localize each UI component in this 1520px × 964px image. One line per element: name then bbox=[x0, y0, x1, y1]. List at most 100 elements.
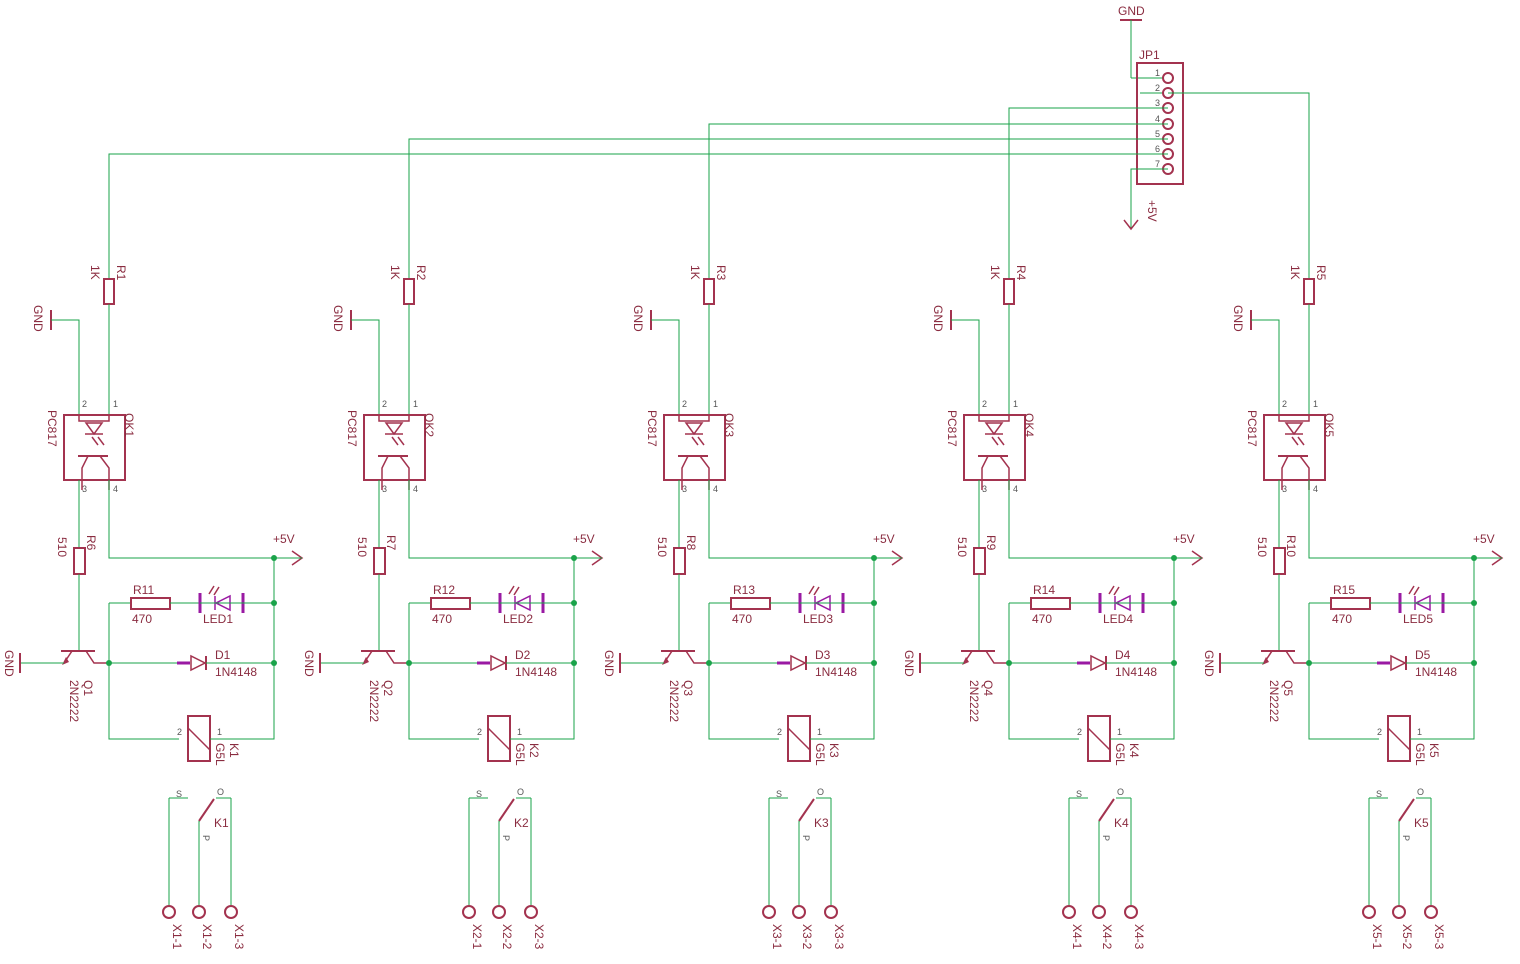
resistor-led bbox=[1030, 597, 1071, 610]
opto-led-leads bbox=[978, 415, 1010, 422]
switch-s-label: S bbox=[776, 789, 782, 799]
resistor-led-name: R15 bbox=[1333, 583, 1355, 597]
diode-value: 1N4148 bbox=[215, 665, 257, 679]
resistor-led-name: R14 bbox=[1033, 583, 1055, 597]
resistor-led bbox=[130, 597, 171, 610]
switch-o-label: O bbox=[517, 787, 524, 797]
vcc-label: +5V bbox=[873, 532, 895, 546]
opto-collector-lead bbox=[1299, 455, 1310, 490]
diode-icon bbox=[190, 654, 207, 672]
opto-led-icon bbox=[684, 422, 704, 436]
vcc-rail-right bbox=[222, 558, 275, 740]
switch-p-label: P bbox=[501, 835, 511, 841]
opto-led-icon bbox=[984, 422, 1004, 436]
diode-value: 1N4148 bbox=[815, 665, 857, 679]
jp-pin-number-4: 4 bbox=[1155, 114, 1160, 124]
resistor-base-name: R10 bbox=[1284, 535, 1298, 557]
switch-s-label: S bbox=[1376, 789, 1382, 799]
opto-pin4-number: 4 bbox=[413, 484, 418, 494]
optocoupler-body bbox=[963, 414, 1026, 481]
transistor-gnd-label: GND bbox=[1202, 650, 1216, 677]
opto-light-arrow-2 bbox=[997, 436, 1005, 446]
jp-pin-number-1: 1 bbox=[1155, 68, 1160, 78]
terminal-label-3: X1-3 bbox=[232, 924, 246, 950]
switch-name: K2 bbox=[514, 816, 529, 830]
relay-pin2-number: 2 bbox=[1377, 727, 1382, 737]
terminal-1 bbox=[1062, 905, 1076, 919]
transistor-name: Q3 bbox=[681, 680, 695, 696]
jp-pin-number-5: 5 bbox=[1155, 129, 1160, 139]
opto-light-arrow-1 bbox=[991, 436, 999, 446]
terminal-label-1: X3-1 bbox=[770, 924, 784, 950]
opto-light-arrow-2 bbox=[97, 436, 105, 446]
relay-name: K2 bbox=[527, 743, 541, 758]
transistor-collector bbox=[85, 650, 109, 664]
led-emit-arrow-1 bbox=[208, 585, 215, 595]
diode-name: D4 bbox=[1115, 648, 1131, 662]
led-emit-arrow-1 bbox=[1108, 585, 1115, 595]
switch-name: K1 bbox=[214, 816, 229, 830]
switch-p-label: P bbox=[801, 835, 811, 841]
jp-pin-number-3: 3 bbox=[1155, 98, 1160, 108]
resistor-base bbox=[973, 547, 986, 575]
terminal-2 bbox=[192, 905, 206, 919]
transistor-name: Q1 bbox=[81, 680, 95, 696]
resistor-in-value: 1K bbox=[988, 265, 1002, 280]
bus-wire-ch3 bbox=[708, 123, 1168, 270]
relay-pin1-number: 1 bbox=[1117, 727, 1122, 737]
opto-collector-lead bbox=[699, 455, 710, 490]
transistor-value: 2N2222 bbox=[67, 680, 81, 722]
led-name: LED5 bbox=[1403, 612, 1433, 626]
terminal-3 bbox=[824, 905, 838, 919]
optocoupler-body bbox=[663, 414, 726, 481]
bus-wire-ch4 bbox=[1008, 107, 1168, 270]
optocoupler-value: PC817 bbox=[345, 410, 359, 447]
optocoupler-value: PC817 bbox=[645, 410, 659, 447]
transistor-gnd-label: GND bbox=[602, 650, 616, 677]
led-name: LED2 bbox=[503, 612, 533, 626]
opto-light-arrow-1 bbox=[691, 436, 699, 446]
switch-p-label: P bbox=[1401, 835, 1411, 841]
resistor-led-name: R11 bbox=[133, 583, 154, 597]
switch-o-label: O bbox=[817, 787, 824, 797]
switch-name: K3 bbox=[814, 816, 829, 830]
terminal-label-2: X1-2 bbox=[200, 924, 214, 950]
resistor-base-value: 510 bbox=[955, 537, 969, 557]
resistor-led bbox=[730, 597, 771, 610]
opto-pin1-number: 1 bbox=[1013, 399, 1018, 409]
diode-icon bbox=[490, 654, 507, 672]
resistor-led-name: R13 bbox=[733, 583, 755, 597]
diode-icon bbox=[1090, 654, 1107, 672]
switch-blade bbox=[1398, 798, 1415, 822]
relay-coil-slash bbox=[1387, 727, 1411, 751]
relay-value: G5L bbox=[1413, 743, 1427, 766]
opto-pin2-number: 2 bbox=[82, 399, 87, 409]
terminal-label-2: X4-2 bbox=[1100, 924, 1114, 950]
opto-pin3-number: 3 bbox=[982, 484, 987, 494]
opto-pin4-number: 4 bbox=[713, 484, 718, 494]
terminal-2 bbox=[1392, 905, 1406, 919]
opto-pin2-number: 2 bbox=[982, 399, 987, 409]
vcc-rail-top bbox=[108, 480, 274, 559]
collector-node-wire bbox=[708, 603, 779, 740]
opto-led-leads bbox=[378, 415, 410, 422]
led-name: LED4 bbox=[1103, 612, 1133, 626]
transistor-value: 2N2222 bbox=[667, 680, 681, 722]
terminal-label-3: X4-3 bbox=[1132, 924, 1146, 950]
relay-pin1-number: 1 bbox=[1417, 727, 1422, 737]
opto-pin1-number: 1 bbox=[413, 399, 418, 409]
switch-s-label: S bbox=[476, 789, 482, 799]
switch-o-label: O bbox=[217, 787, 224, 797]
vcc-rail-top bbox=[708, 480, 874, 559]
switch-s-label: S bbox=[1076, 789, 1082, 799]
terminal-1 bbox=[762, 905, 776, 919]
transistor-value: 2N2222 bbox=[367, 680, 381, 722]
resistor-in bbox=[1003, 278, 1015, 305]
opto-emitter-lead bbox=[81, 455, 89, 490]
transistor-name: Q5 bbox=[1281, 680, 1295, 696]
opto-gnd-wire bbox=[951, 319, 980, 415]
terminal-1 bbox=[162, 905, 176, 919]
terminal-label-1: X2-1 bbox=[470, 924, 484, 950]
resistor-base bbox=[73, 547, 86, 575]
opto-pin4-number: 4 bbox=[1313, 484, 1318, 494]
